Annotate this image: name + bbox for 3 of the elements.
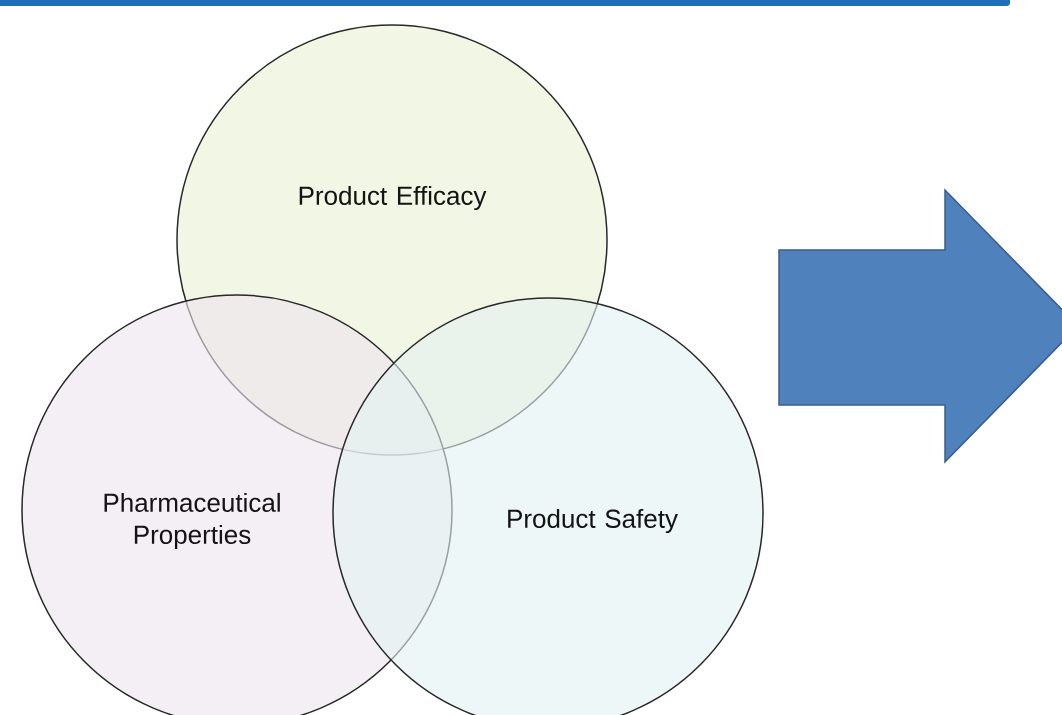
circle-label: Product Safety [508, 508, 678, 534]
circle-label: Pharmaceutical Properties [104, 492, 280, 550]
circle-label: Product Efficacy [299, 185, 487, 211]
